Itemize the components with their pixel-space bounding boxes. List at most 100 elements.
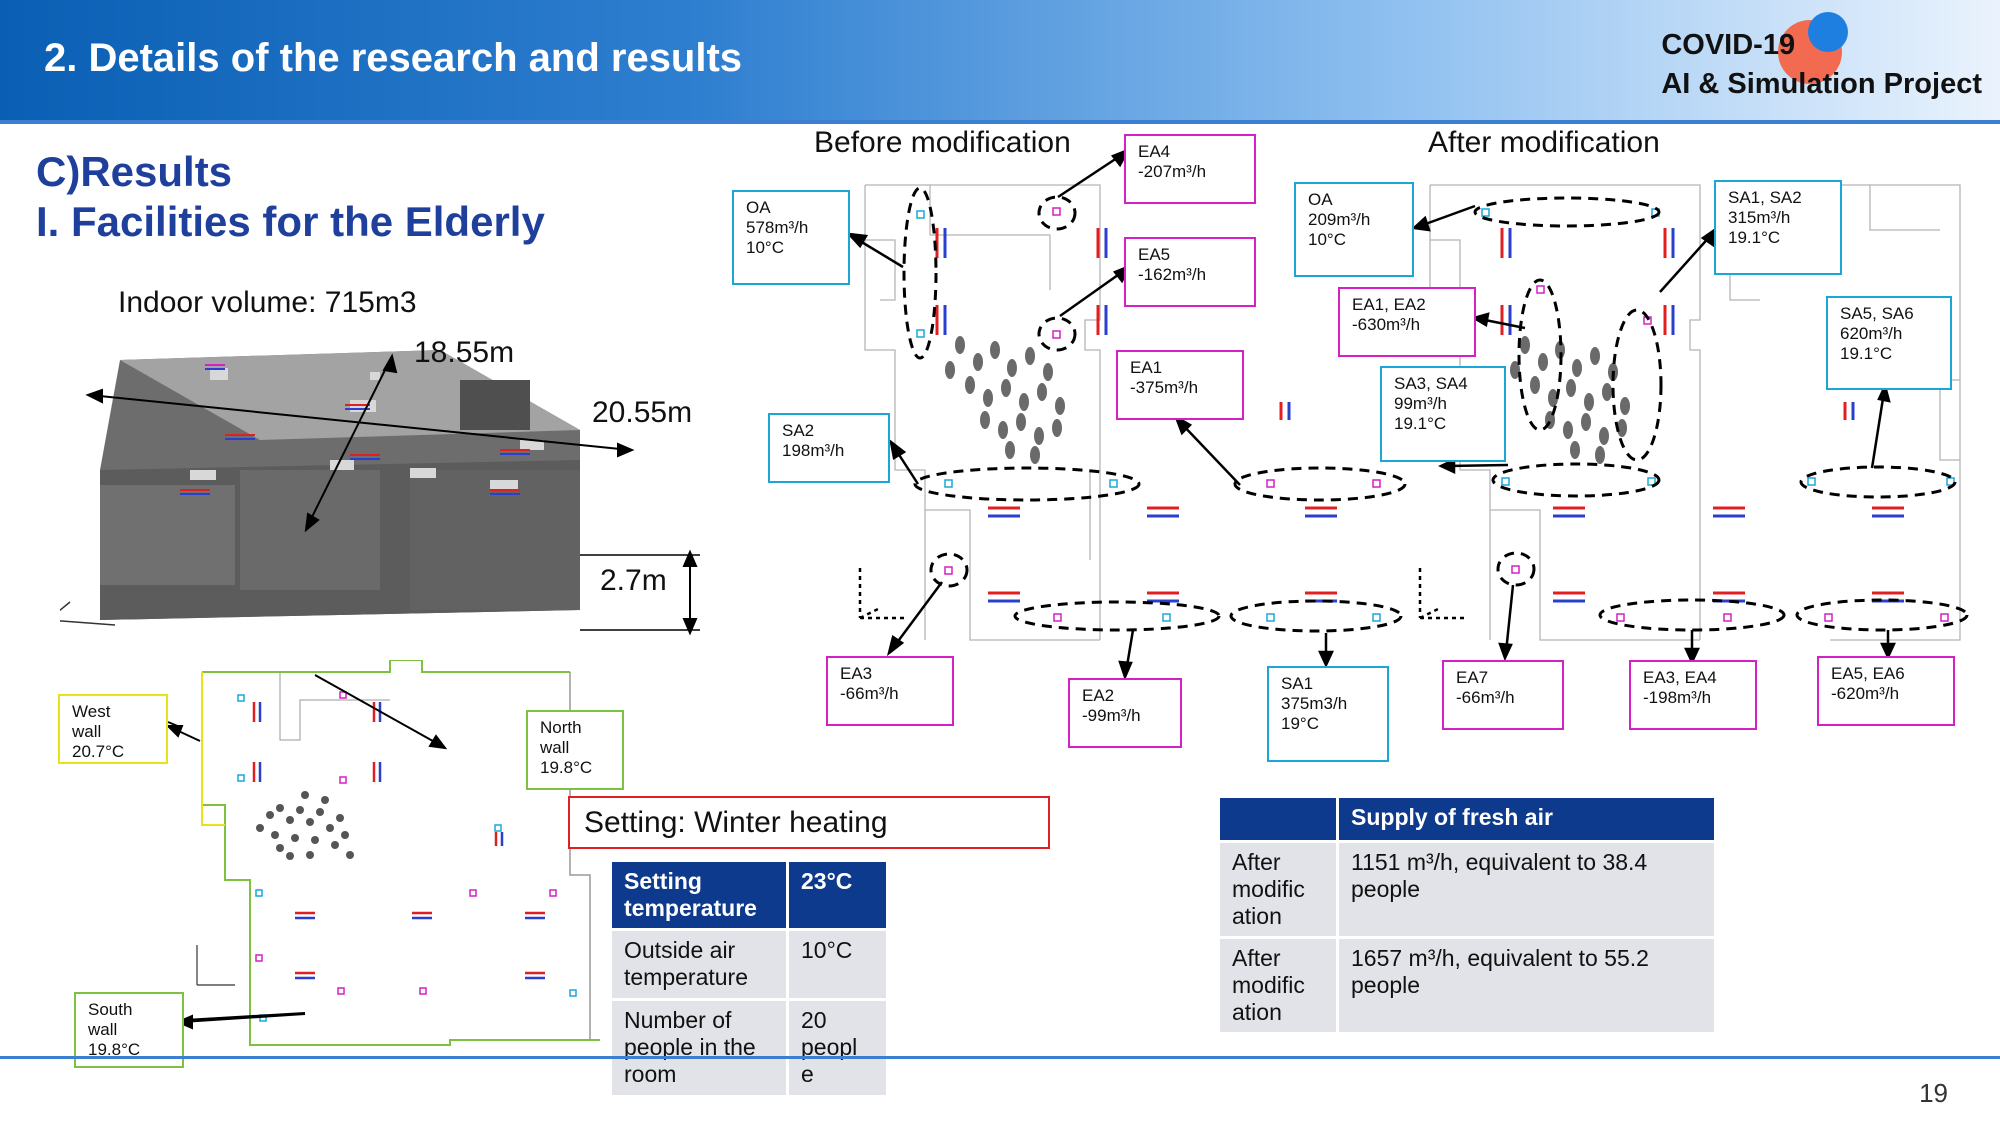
after-sa1-name: SA1 <box>1281 674 1314 693</box>
settings-header-cell: Setting temperature <box>612 862 788 930</box>
table-row: Number of people in the room 20 peopl e <box>612 998 886 1095</box>
before-ea5-callout: EA5 -162m³/h <box>1124 237 1256 307</box>
before-oa-name: OA <box>746 198 771 217</box>
table-row: Outside air temperature 10°C <box>612 928 886 1000</box>
setting-label-text: Setting: Winter heating <box>584 806 888 839</box>
after-ea56-flow: -620m³/h <box>1831 684 1900 703</box>
after-sa12-callout: SA1, SA2 315m³/h 19.1°C <box>1714 180 1842 275</box>
north-wall-temp: 19.8°C <box>540 758 593 777</box>
after-ea7-callout: EA7 -66m³/h <box>1442 660 1564 730</box>
settings-row-label: Outside air temperature <box>612 928 788 1000</box>
south-wall-kind: wall <box>88 1020 118 1039</box>
after-sa1-temp: 19°C <box>1281 714 1319 733</box>
fresh-air-header-row: Supply of fresh air <box>1220 798 1714 842</box>
west-wall-kind: wall <box>72 722 102 741</box>
after-sa12-name: SA1, SA2 <box>1728 188 1802 207</box>
before-ea1-name: EA1 <box>1130 358 1163 377</box>
after-sa34-temp: 19.1°C <box>1394 414 1447 433</box>
fresh-air-row-label: After modific ation <box>1220 936 1338 1032</box>
slide-title: 2. Details of the research and results <box>44 36 743 80</box>
table-row: After modific ation 1151 m³/h, equivalen… <box>1220 840 1714 938</box>
before-oa-flow: 578m³/h <box>746 218 809 237</box>
before-sa2-callout: SA2 198m³/h <box>768 413 890 483</box>
after-sa56-callout: SA5, SA6 620m³/h 19.1°C <box>1826 296 1952 390</box>
fresh-air-row-label: After modific ation <box>1220 840 1338 938</box>
footer-divider <box>0 1056 2000 1059</box>
header-divider <box>0 120 2000 124</box>
fresh-air-header: Supply of fresh air <box>1336 798 1714 842</box>
after-modification-title: After modification <box>1428 126 1660 159</box>
facility-heading: I. Facilities for the Elderly <box>36 198 545 245</box>
logo-line-1: COVID-19 <box>1661 29 1796 61</box>
south-wall-temp: 19.8°C <box>88 1040 141 1059</box>
dimension-b: 20.55m <box>592 396 693 429</box>
north-wall-callout: North wall 19.8°C <box>526 710 624 790</box>
after-ea56-callout: EA5, EA6 -620m³/h <box>1817 656 1955 726</box>
after-ea12-name: EA1, EA2 <box>1352 295 1426 314</box>
logo-blue-dot <box>1808 12 1848 52</box>
setting-label: Setting: Winter heating <box>568 796 1050 849</box>
west-wall-name: West <box>72 702 111 721</box>
fresh-air-row-value: 1151 m³/h, equivalent to 38.4 people <box>1336 840 1714 938</box>
after-ea12-callout: EA1, EA2 -630m³/h <box>1338 287 1476 357</box>
dimension-a: 18.55m <box>414 336 515 369</box>
before-ea2-callout: EA2 -99m³/h <box>1068 678 1182 748</box>
before-ea3-flow: -66m³/h <box>840 684 899 703</box>
header-bar <box>0 0 2000 120</box>
after-sa56-flow: 620m³/h <box>1840 324 1903 343</box>
settings-header-row: Setting temperature 23°C <box>612 862 886 930</box>
after-ea7-name: EA7 <box>1456 668 1489 687</box>
after-ea34-name: EA3, EA4 <box>1643 668 1717 687</box>
west-wall-temp: 20.7°C <box>72 742 125 761</box>
before-ea5-flow: -162m³/h <box>1138 265 1207 284</box>
south-wall-callout: South wall 19.8°C <box>74 992 184 1068</box>
before-ea2-name: EA2 <box>1082 686 1115 705</box>
after-oa-flow: 209m³/h <box>1308 210 1371 229</box>
before-ea4-callout: EA4 -207m³/h <box>1124 134 1256 204</box>
before-oa-temp: 10°C <box>746 238 784 257</box>
after-ea7-flow: -66m³/h <box>1456 688 1515 707</box>
after-sa1-flow: 375m3/h <box>1281 694 1348 713</box>
before-modification-title: Before modification <box>814 126 1071 159</box>
before-ea3-name: EA3 <box>840 664 873 683</box>
after-sa34-flow: 99m³/h <box>1394 394 1447 413</box>
after-oa-temp: 10°C <box>1308 230 1346 249</box>
settings-row-value: 10°C <box>786 928 886 1000</box>
after-ea34-flow: -198m³/h <box>1643 688 1712 707</box>
after-ea34-callout: EA3, EA4 -198m³/h <box>1629 660 1757 730</box>
results-heading: C)Results <box>36 148 233 195</box>
project-logo: COVID-19 AI & Simulation Project <box>1661 26 1982 104</box>
fresh-air-header-blank <box>1220 798 1338 842</box>
west-wall-callout: West wall 20.7°C <box>58 694 168 764</box>
settings-row-label: Number of people in the room <box>612 998 788 1095</box>
after-oa-callout: OA 209m³/h 10°C <box>1294 182 1414 277</box>
after-oa-name: OA <box>1308 190 1333 209</box>
after-sa34-name: SA3, SA4 <box>1394 374 1468 393</box>
after-sa34-callout: SA3, SA4 99m³/h 19.1°C <box>1380 366 1506 462</box>
before-ea1-flow: -375m³/h <box>1130 378 1199 397</box>
before-sa2-name: SA2 <box>782 421 815 440</box>
north-wall-kind: wall <box>540 738 570 757</box>
fresh-air-table: Supply of fresh air After modific ation … <box>1220 798 1714 1032</box>
after-sa1-callout: SA1 375m3/h 19°C <box>1267 666 1389 762</box>
after-sa12-temp: 19.1°C <box>1728 228 1781 247</box>
south-wall-name: South <box>88 1000 133 1019</box>
before-oa-callout: OA 578m³/h 10°C <box>732 190 850 285</box>
settings-table: Setting temperature 23°C Outside air tem… <box>612 862 886 1095</box>
logo-line-2: AI & Simulation Project <box>1661 68 1982 100</box>
before-ea4-flow: -207m³/h <box>1138 162 1207 181</box>
before-ea3-callout: EA3 -66m³/h <box>826 656 954 726</box>
settings-header-value: 23°C <box>786 862 886 930</box>
after-sa56-name: SA5, SA6 <box>1840 304 1914 323</box>
before-sa2-flow: 198m³/h <box>782 441 845 460</box>
fresh-air-row-value: 1657 m³/h, equivalent to 55.2 people <box>1336 936 1714 1032</box>
after-sa12-flow: 315m³/h <box>1728 208 1791 227</box>
before-ea4-name: EA4 <box>1138 142 1171 161</box>
settings-row-value: 20 peopl e <box>786 998 886 1095</box>
page-number: 19 <box>1919 1078 1948 1108</box>
after-ea56-name: EA5, EA6 <box>1831 664 1905 683</box>
after-ea12-flow: -630m³/h <box>1352 315 1421 334</box>
dimension-c: 2.7m <box>600 564 667 597</box>
